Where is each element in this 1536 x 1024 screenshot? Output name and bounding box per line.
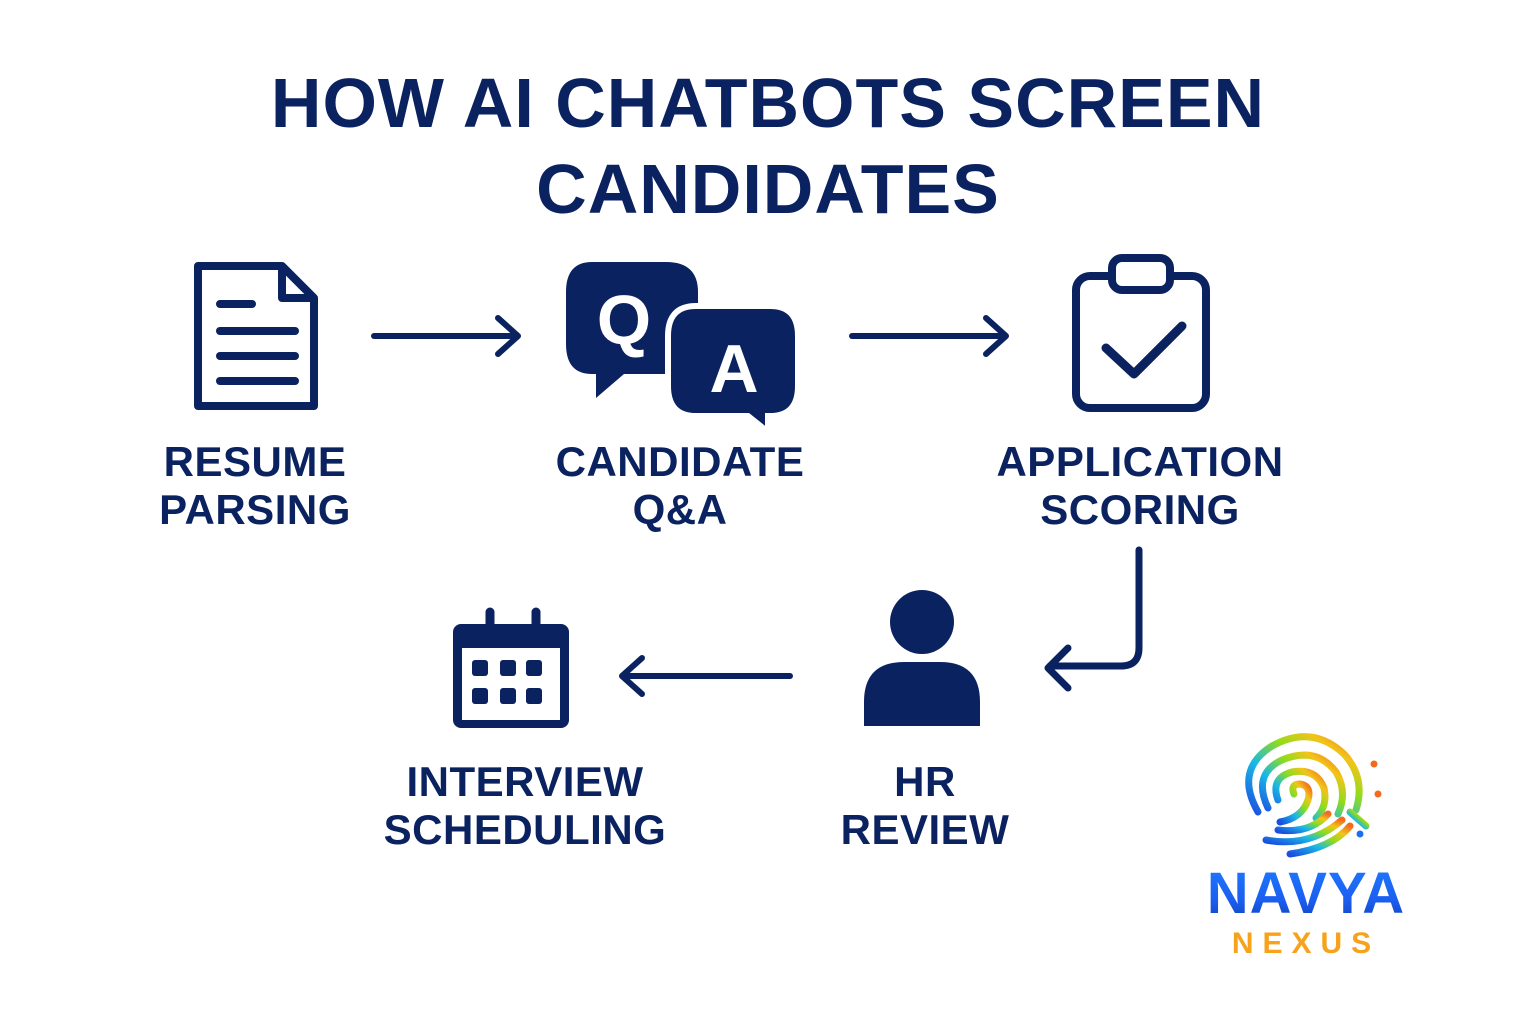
step-label-line-1: CANDIDATE [555, 438, 805, 485]
logo-name: NAVYA [1186, 862, 1426, 926]
arrow-right-icon [846, 312, 1014, 360]
step-label-hr-review: HR REVIEW [800, 758, 1050, 854]
clipboard-check-icon [1068, 252, 1214, 416]
step-label-line-1: APPLICATION [996, 438, 1284, 485]
step-label-application-scoring: APPLICATION SCORING [970, 438, 1310, 534]
logo-subname: NEXUS [1231, 927, 1381, 960]
qa-chat-bubbles-icon: Q A [562, 258, 802, 434]
arrow-elbow-down-left-icon [1040, 544, 1150, 694]
step-label-line-2: REVIEW [840, 806, 1010, 853]
step-label-line-1: INTERVIEW [406, 758, 644, 805]
svg-text:A: A [709, 331, 758, 407]
step-label-line-2: SCORING [1040, 486, 1240, 533]
step-label-line-2: SCHEDULING [383, 806, 667, 853]
arrow-right-icon [368, 312, 526, 360]
step-label-line-1: HR [894, 758, 956, 805]
document-icon [190, 258, 320, 414]
diagram-title-line-1: HOW AI CHATBOTS SCREEN [270, 64, 1266, 142]
diagram-title-line-2: CANDIDATES [536, 150, 1000, 228]
step-label-candidate-qa: CANDIDATE Q&A [540, 438, 820, 534]
fingerprint-icon [1220, 730, 1390, 866]
arrow-left-icon [614, 652, 798, 700]
step-label-line-1: RESUME [163, 438, 347, 485]
step-label-line-2: Q&A [632, 486, 728, 533]
calendar-icon [448, 606, 576, 732]
step-label-resume-parsing: RESUME PARSING [130, 438, 380, 534]
step-label-interview-scheduling: INTERVIEW SCHEDULING [360, 758, 690, 854]
person-icon [860, 590, 984, 728]
step-label-line-2: PARSING [159, 486, 351, 533]
svg-text:Q: Q [597, 281, 651, 359]
